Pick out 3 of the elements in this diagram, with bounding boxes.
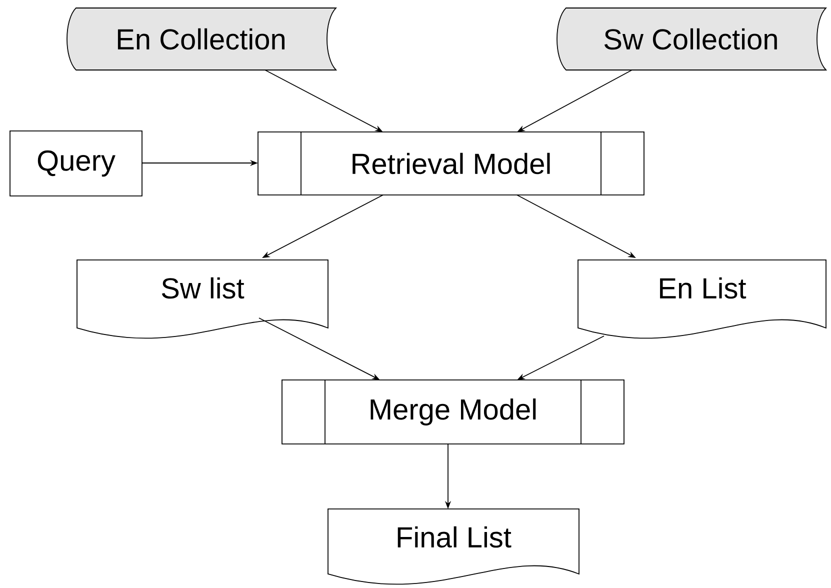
- process-box: Merge Model: [282, 380, 624, 444]
- input-box: Query: [10, 130, 142, 196]
- process-box: Retrieval Model: [258, 132, 644, 196]
